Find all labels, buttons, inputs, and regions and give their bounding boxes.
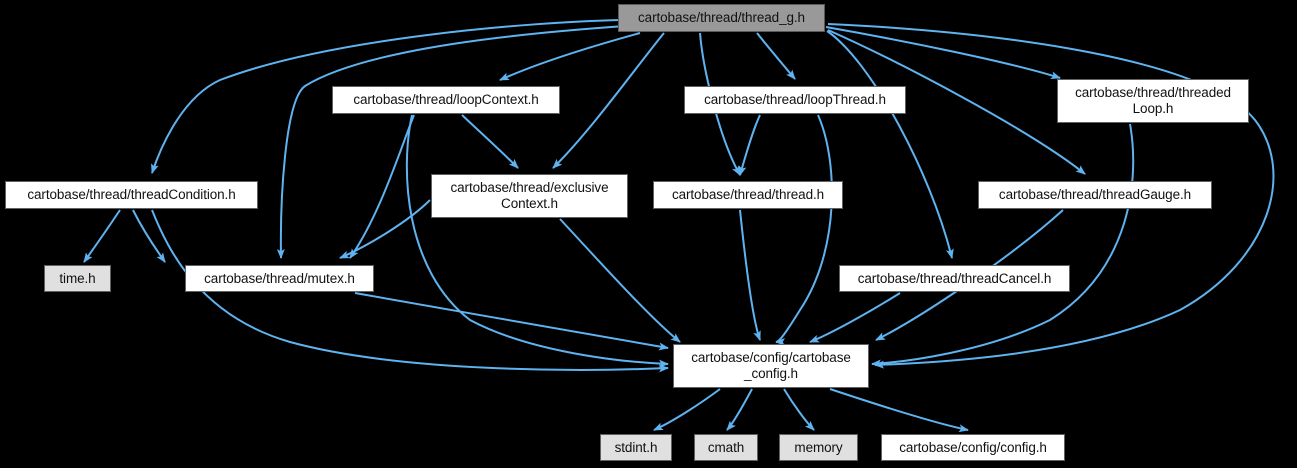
node-loopThread[interactable]: cartobase/thread/loopThread.h — [684, 86, 906, 114]
node-label-thread: cartobase/thread/thread.h — [671, 187, 825, 202]
edge-thread-to-cartobase_config — [739, 209, 761, 341]
node-label-threadedLoop: cartobase/thread/threaded Loop.h — [1075, 85, 1231, 116]
edge-threadCondition-to-mutex — [132, 209, 166, 263]
edge-cartobase_config-to-config — [829, 388, 969, 433]
edge-thread_g-to-threadGauge — [827, 29, 1086, 175]
node-label-time_h: time.h — [59, 270, 96, 286]
edge-cartobase_config-to-cmath — [726, 388, 753, 431]
edge-threadCondition-to-time_h — [83, 209, 121, 263]
edge-loopThread-to-thread — [738, 114, 761, 176]
node-loopContext[interactable]: cartobase/thread/loopContext.h — [332, 86, 560, 114]
node-threadCancel[interactable]: cartobase/thread/threadCancel.h — [839, 265, 1070, 292]
node-thread_g[interactable]: cartobase/thread/thread_g.h — [618, 4, 825, 32]
node-label-threadCancel: cartobase/thread/threadCancel.h — [857, 270, 1052, 286]
node-label-cmath: cmath — [707, 439, 745, 455]
node-label-memory: memory — [794, 439, 843, 455]
edge-group — [83, 19, 1275, 433]
edge-thread_g-to-threadedLoop — [825, 26, 1061, 80]
node-threadedLoop[interactable]: cartobase/thread/threaded Loop.h — [1057, 79, 1249, 123]
node-time_h[interactable]: time.h — [44, 265, 111, 292]
node-stdint[interactable]: stdint.h — [600, 434, 672, 461]
node-memory[interactable]: memory — [779, 434, 858, 461]
node-thread[interactable]: cartobase/thread/thread.h — [653, 181, 843, 209]
node-threadGauge[interactable]: cartobase/thread/threadGauge.h — [978, 181, 1212, 209]
node-label-stdint: stdint.h — [614, 439, 658, 455]
edge-loopContext-to-cartobase_config — [405, 114, 669, 368]
edge-thread_g-to-exclusiveContext — [552, 32, 665, 169]
node-label-thread_g: cartobase/thread/thread_g.h — [638, 10, 805, 25]
node-label-mutex: cartobase/thread/mutex.h — [204, 270, 355, 286]
edge-thread_g-to-mutex — [276, 25, 626, 259]
edge-threadedLoop-to-cartobase_config — [871, 123, 1135, 368]
node-cartobase_config[interactable]: cartobase/config/cartobase _config.h — [673, 344, 869, 388]
node-label-exclusiveContext: cartobase/thread/exclusive Context.h — [450, 180, 609, 211]
edge-cartobase_config-to-memory — [783, 388, 815, 431]
edge-thread_g-to-threadCancel — [826, 30, 954, 259]
node-label-config: cartobase/config/config.h — [899, 439, 1047, 455]
node-label-loopContext: cartobase/thread/loopContext.h — [353, 92, 539, 107]
edge-thread_g-to-loopThread — [756, 32, 796, 80]
node-label-threadCondition: cartobase/thread/threadCondition.h — [27, 187, 236, 202]
edge-loopContext-to-exclusiveContext — [461, 114, 519, 169]
edge-exclusiveContext-to-mutex — [339, 199, 431, 259]
node-config[interactable]: cartobase/config/config.h — [881, 434, 1065, 461]
edge-thread_g-to-threadCondition — [151, 19, 622, 174]
node-label-threadGauge: cartobase/thread/threadGauge.h — [998, 187, 1192, 202]
node-cmath[interactable]: cmath — [694, 434, 758, 461]
node-label-loopThread: cartobase/thread/loopThread.h — [704, 92, 886, 107]
node-mutex[interactable]: cartobase/thread/mutex.h — [185, 265, 374, 292]
edge-thread_g-to-loopContext — [499, 32, 641, 81]
edge-mutex-to-cartobase_config — [354, 292, 669, 351]
edge-threadCondition-to-cartobase_config — [151, 209, 669, 373]
node-label-cartobase_config: cartobase/config/cartobase _config.h — [691, 350, 851, 381]
edge-threadCancel-to-cartobase_config — [809, 292, 901, 343]
edge-loopThread-to-cartobase_config — [775, 114, 833, 346]
edge-cartobase_config-to-stdint — [653, 388, 721, 431]
edge-exclusiveContext-to-cartobase_config — [559, 218, 681, 343]
node-threadCondition[interactable]: cartobase/thread/threadCondition.h — [5, 181, 258, 209]
node-exclusiveContext[interactable]: cartobase/thread/exclusive Context.h — [431, 174, 628, 218]
edge-thread_g-to-cartobase_config — [827, 23, 1275, 369]
